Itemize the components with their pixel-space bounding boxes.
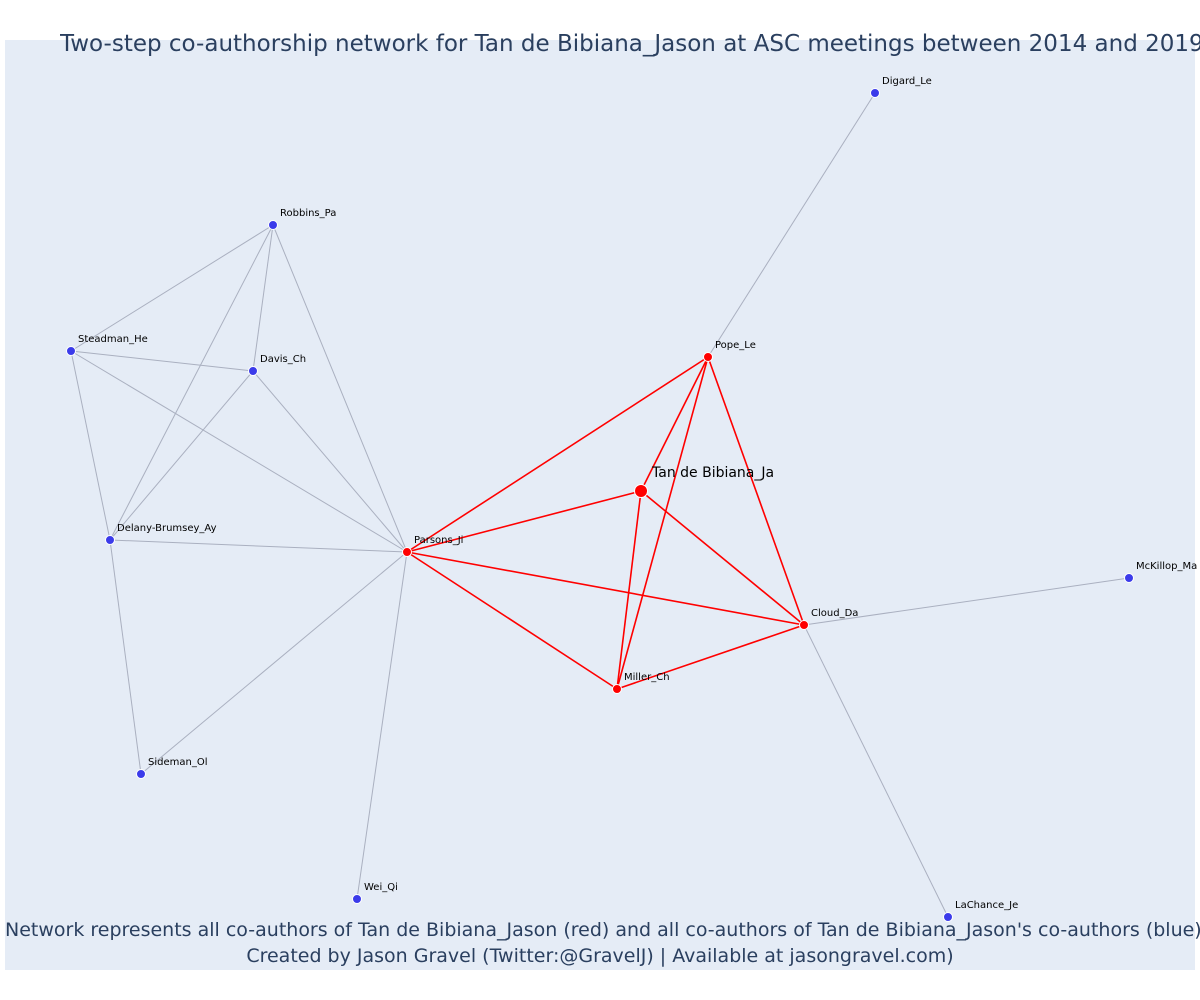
chart-title: Two-step co-authorship network for Tan d… — [60, 31, 1200, 57]
node-steadman[interactable] — [66, 346, 76, 356]
node-digard[interactable] — [870, 88, 880, 98]
node-delany[interactable] — [105, 535, 115, 545]
node-label-lachance: LaChance_Je — [955, 900, 1018, 911]
node-label-steadman: Steadman_He — [78, 334, 148, 345]
edge-pope-parsons — [406, 356, 709, 553]
node-lachance[interactable] — [943, 912, 953, 922]
node-label-miller: Miller_Ch — [624, 672, 670, 683]
node-robbins[interactable] — [268, 220, 278, 230]
node-label-wei: Wei_Qi — [364, 882, 398, 893]
node-miller[interactable] — [612, 684, 622, 694]
edge-parsons-davis — [252, 370, 408, 553]
edge-tan-cloud — [640, 490, 805, 626]
node-label-mckillop: McKillop_Ma — [1136, 561, 1197, 572]
node-label-tan: Tan de Bibiana_Ja — [651, 465, 774, 481]
edge-parsons-robbins — [272, 224, 408, 553]
edge-robbins-davis — [252, 224, 274, 372]
edge-parsons-delany — [109, 539, 408, 553]
node-parsons[interactable] — [402, 547, 412, 557]
edge-cloud-mckillop — [803, 577, 1130, 626]
node-label-delany: Delany-Brumsey_Ay — [117, 523, 217, 534]
node-sideman[interactable] — [136, 769, 146, 779]
node-label-pope: Pope_Le — [715, 340, 756, 351]
edge-parsons-wei — [356, 551, 408, 900]
edge-miller-cloud — [616, 624, 805, 690]
node-tan[interactable] — [634, 484, 648, 498]
edge-steadman-delany — [70, 350, 111, 541]
edge-delany-sideman — [109, 539, 142, 775]
edge-robbins-steadman — [70, 224, 274, 352]
edge-tan-parsons — [406, 490, 642, 553]
edge-pope-digard — [707, 92, 876, 358]
node-pope[interactable] — [703, 352, 713, 362]
node-layer — [66, 88, 1134, 922]
edge-parsons-steadman — [70, 350, 408, 553]
node-mckillop[interactable] — [1124, 573, 1134, 583]
edge-robbins-delany — [109, 224, 274, 541]
edge-steadman-davis — [70, 350, 254, 372]
edge-cloud-lachance — [803, 624, 949, 918]
edge-tan-pope — [640, 356, 709, 492]
node-label-cloud: Cloud_Da — [811, 608, 858, 619]
node-label-robbins: Robbins_Pa — [280, 208, 336, 219]
node-cloud[interactable] — [799, 620, 809, 630]
node-label-davis: Davis_Ch — [260, 354, 306, 365]
node-davis[interactable] — [248, 366, 258, 376]
plot-area — [5, 40, 1195, 970]
label-layer: Tan de Bibiana_Ja Pope_LeParsons_JiCloud_… — [78, 76, 1197, 911]
edge-parsons-cloud — [406, 551, 805, 626]
caption-credit: Created by Jason Gravel (Twitter:@Gravel… — [246, 945, 954, 967]
edge-pope-miller — [616, 356, 709, 690]
node-label-digard: Digard_Le — [882, 76, 932, 87]
edge-layer — [70, 92, 1130, 918]
node-wei[interactable] — [352, 894, 362, 904]
edge-tan-miller — [616, 490, 642, 690]
edge-parsons-miller — [406, 551, 618, 690]
edge-pope-cloud — [707, 356, 805, 626]
node-label-sideman: Sideman_Ol — [148, 757, 207, 768]
edge-parsons-sideman — [140, 551, 408, 775]
edge-davis-delany — [109, 370, 254, 541]
node-label-parsons: Parsons_Ji — [414, 535, 463, 546]
caption-description: Network represents all co-authors of Tan… — [5, 919, 1200, 941]
